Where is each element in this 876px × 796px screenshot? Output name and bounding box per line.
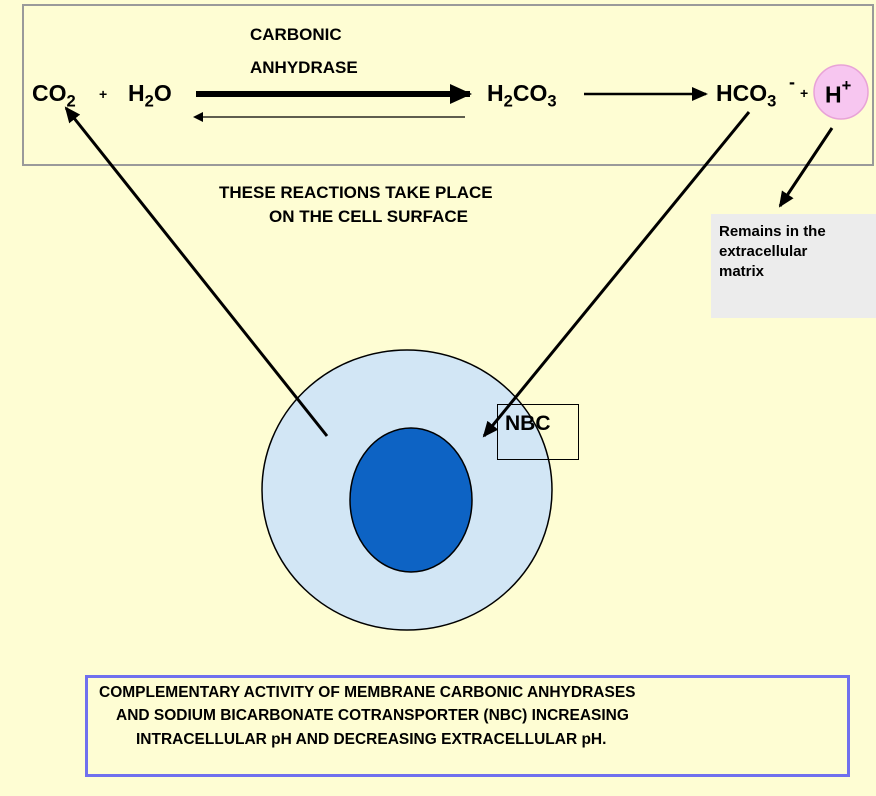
enzyme-label-line1: CARBONIC xyxy=(250,25,342,44)
caption-line2: AND SODIUM BICARBONATE COTRANSPORTER (NB… xyxy=(116,707,629,724)
caption-line1: COMPLEMENTARY ACTIVITY OF MEMBRANE CARBO… xyxy=(99,684,636,701)
matrix-note-line1: Remains in the xyxy=(719,223,826,240)
h2o-label: H2O xyxy=(128,80,172,111)
bicarbonate-influx-arrow xyxy=(482,111,751,438)
nbc-label: NBC xyxy=(505,412,551,435)
reaction-box xyxy=(22,4,874,166)
plus-sign: + xyxy=(800,85,809,101)
matrix-note: Remains in the extracellular matrix xyxy=(711,214,876,318)
matrix-note-line3: matrix xyxy=(719,263,765,280)
bicarbonate-charge: - xyxy=(789,72,795,92)
co2-label: CO2 xyxy=(32,80,76,111)
caption-box xyxy=(85,675,850,777)
enzyme-label-line2: ANHYDRASE xyxy=(250,58,358,77)
proton-matrix-arrow xyxy=(778,127,834,208)
matrix-note-line2: extracellular xyxy=(719,243,808,260)
cell-nucleus xyxy=(349,427,473,573)
surface-note-line2: ON THE CELL SURFACE xyxy=(269,207,468,226)
bicarbonate-label: HCO3 xyxy=(716,80,777,111)
nbc-transporter-box xyxy=(497,404,579,460)
surface-note-line1: THESE REACTIONS TAKE PLACE xyxy=(219,183,493,202)
caption-line3: INTRACELLULAR pH AND DECREASING EXTRACEL… xyxy=(136,731,607,748)
carbonic-acid-label: H2CO3 xyxy=(487,80,557,111)
proton-circle xyxy=(813,64,869,120)
proton-label: H+ xyxy=(825,76,852,108)
co2-efflux-arrow xyxy=(64,106,329,437)
plus-sign: + xyxy=(99,86,108,102)
